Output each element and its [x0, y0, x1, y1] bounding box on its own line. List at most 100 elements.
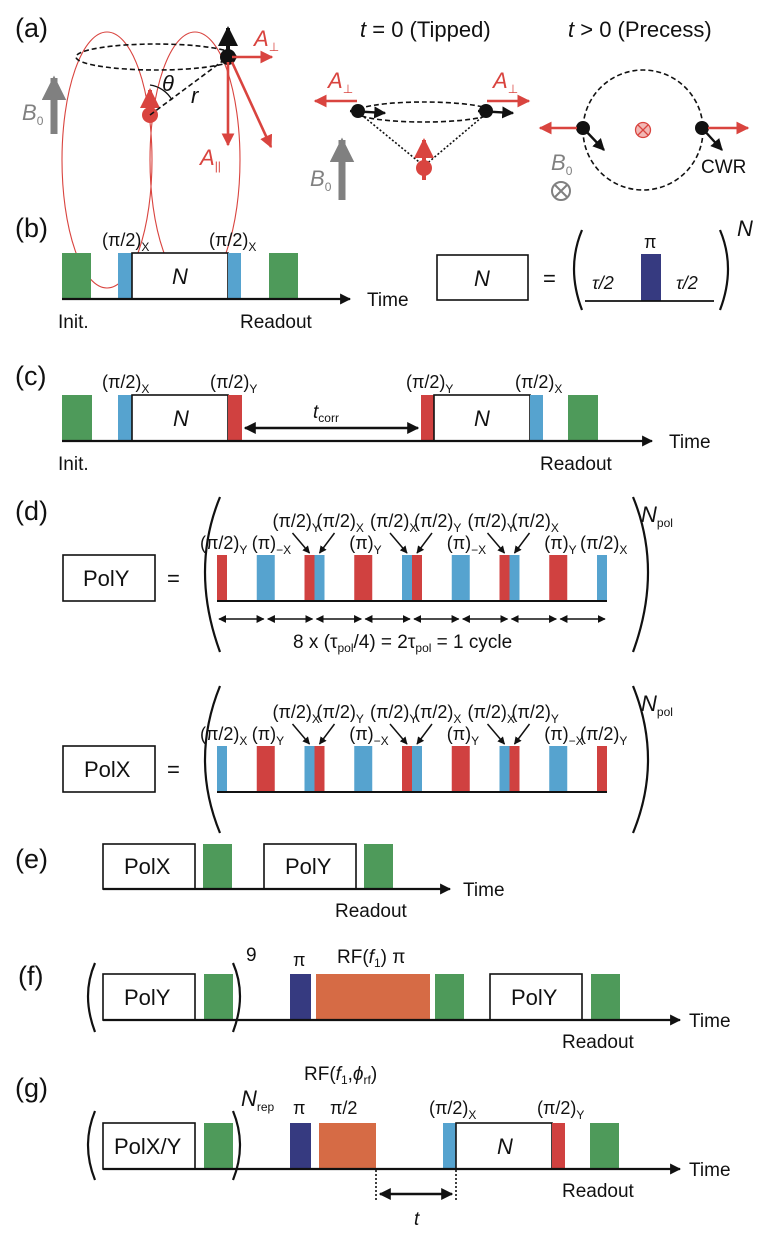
- precess-b0-label: B0: [551, 150, 573, 178]
- polx-pulse-5: [354, 746, 373, 792]
- polx-pointer-arrow-3: [291, 723, 311, 745]
- panel-g: (g) Nrep PolX/Y π π/2 RF(f1,ϕrf) (π/2)X …: [15, 1064, 731, 1230]
- poly-block-1-label: PolY: [124, 985, 171, 1010]
- polx-pulse-sequence: (π/2)X(π)Y(π/2)X(π/2)Y(π)−X(π/2)Y(π/2)X(…: [200, 702, 627, 792]
- a-parallel-label: A||: [198, 145, 221, 173]
- poly-pulse-6: [402, 555, 412, 601]
- pi-label: π: [293, 950, 305, 970]
- poly-block: [263, 843, 357, 890]
- polx-pulse-9: [499, 746, 510, 792]
- init-pulse: [62, 395, 92, 441]
- repeat-left-parenthesis: [86, 962, 97, 1033]
- tau-half-right: τ/2: [676, 273, 698, 293]
- readout-label: Readout: [240, 312, 313, 333]
- rf-label: RF(f1) π: [337, 947, 405, 970]
- left-parenthesis: [572, 229, 584, 311]
- repeat-count: 9: [246, 945, 257, 966]
- pulse-y-label: (π/2)Y: [537, 1098, 584, 1122]
- readout-pulse: [568, 395, 598, 441]
- poly-pulse-label-11: (π)Y: [544, 533, 576, 557]
- rf-label: RF(f1,ϕrf): [304, 1064, 377, 1087]
- polx-pulse-8: [451, 746, 470, 792]
- pulse-1-label: (π/2)X: [102, 372, 149, 396]
- pi-half-label: π/2: [330, 1098, 357, 1118]
- panel-f: (f) 9 PolY π RF(f1) π PolY Time Readout: [18, 945, 731, 1053]
- pi-half-x-pulse-2: [530, 395, 543, 441]
- pulse-2-label: (π/2)Y: [210, 372, 257, 396]
- readout-pulse-1: [204, 974, 233, 1020]
- pi-half-y-pulse-1: [228, 395, 242, 441]
- poly-pulse-label-12: (π/2)X: [580, 533, 627, 557]
- pulse-4-label: (π/2)X: [515, 372, 562, 396]
- polx-pulse-label-9: (π/2)X: [468, 702, 515, 726]
- pi-label: π: [293, 1098, 305, 1118]
- polx-pointer-arrow-4: [318, 723, 336, 745]
- poly-pulse-label-4: (π/2)X: [317, 511, 364, 535]
- polx-pointer-arrow-7: [416, 723, 433, 745]
- panel-c-label: (c): [15, 361, 46, 391]
- n-block: [131, 252, 229, 300]
- nuclear-otimes-cross: [637, 124, 649, 136]
- polx-pulse-11: [549, 746, 568, 792]
- tipped-b0-label: B0: [310, 166, 332, 194]
- panel-b-label: (b): [15, 213, 48, 243]
- pulse-x-label: (π/2)X: [429, 1098, 476, 1122]
- readout-pulse-2: [364, 844, 393, 889]
- poly-pulse-8: [451, 555, 470, 601]
- rf-pi-pulse: [316, 974, 430, 1020]
- n-block-1-label: N: [173, 406, 189, 431]
- theta-label: θ: [162, 71, 174, 96]
- n-block-label: N: [172, 264, 188, 289]
- t-label: t: [414, 1209, 420, 1230]
- tipped-a-perp-right-label: A⊥: [491, 68, 518, 96]
- b0-label: B0: [22, 100, 44, 128]
- pi-half-x-pulse-1: [118, 253, 132, 299]
- poly-pointer-arrow-4: [318, 532, 336, 554]
- dipole-field-line-left: [61, 31, 153, 289]
- polx-pointer-arrow-6: [389, 723, 408, 745]
- init-label: Init.: [58, 312, 89, 333]
- panel-a: (a) B0 θ r A⊥ A|| t = 0 (Tipped): [15, 13, 750, 289]
- n-block: [455, 1122, 553, 1170]
- b0-into-page-icon: [551, 181, 571, 201]
- repeat-right-parenthesis: [231, 1110, 242, 1181]
- b0-otimes-cross: [554, 184, 568, 198]
- polx-left-parenthesis: [203, 685, 222, 834]
- poly-pulse-label-7: (π/2)Y: [414, 511, 461, 535]
- poly-pulse-label-5: (π)Y: [349, 533, 381, 557]
- n-block-2: [433, 394, 531, 442]
- time-label: Time: [689, 1160, 731, 1181]
- poly-pulse-12: [597, 555, 607, 601]
- panel-f-label: (f): [18, 961, 43, 991]
- rf-pi-half-pulse: [319, 1123, 376, 1169]
- n-definition-block: [436, 254, 529, 301]
- n-definition-label: N: [474, 266, 490, 291]
- polx-pulse-label-4: (π/2)Y: [317, 702, 364, 726]
- panel-c: (c) N N tcorr (π/2)X (π/2)Y (π/2)Y (π/2)…: [15, 361, 711, 475]
- polx-pulse-label-3: (π/2)X: [273, 702, 320, 726]
- polx-pulse-2: [256, 746, 275, 792]
- poly-pulse-5: [354, 555, 373, 601]
- readout-pulse-3: [591, 974, 620, 1020]
- precession-orbit: [75, 43, 237, 71]
- polx-pulse-label-7: (π/2)X: [414, 702, 461, 726]
- n-block-2-label: N: [474, 406, 490, 431]
- panel-e-label: (e): [15, 844, 48, 874]
- polx-y-label: PolX/Y: [114, 1134, 182, 1159]
- tipped-electron-right-arrow: [477, 106, 515, 119]
- init-pulse: [62, 253, 91, 299]
- repeat-right-parenthesis: [231, 962, 242, 1033]
- a-perp-label: A⊥: [252, 26, 279, 54]
- polx-pulse-3: [304, 746, 315, 792]
- polx-pulse-label-12: (π/2)Y: [580, 724, 627, 748]
- tipped-electron-left-arrow: [349, 106, 387, 119]
- poly-pointer-arrow-10: [513, 532, 531, 554]
- poly-block: [62, 554, 156, 602]
- right-parenthesis: [718, 229, 730, 311]
- readout-pulse-2: [590, 1123, 619, 1169]
- poly-pulse-label-2: (π)−X: [252, 533, 291, 557]
- pi-half-y-pulse: [552, 1123, 565, 1169]
- polx-pointer-arrow-10: [513, 723, 531, 745]
- readout-pulse-1: [204, 1123, 233, 1169]
